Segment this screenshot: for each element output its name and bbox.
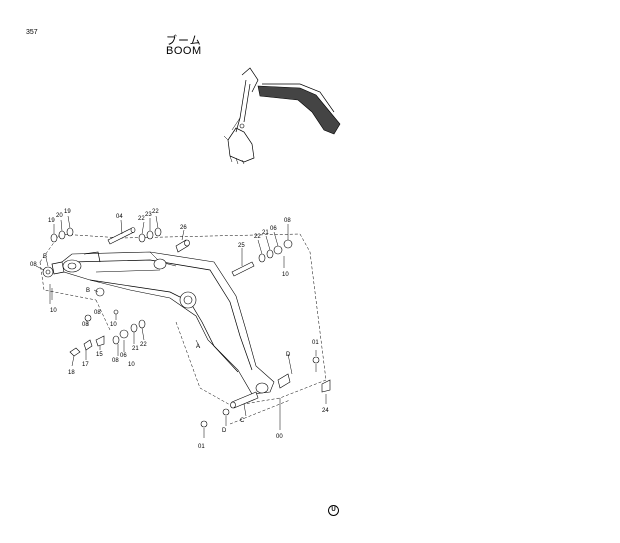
washers-top-middle xyxy=(138,227,162,243)
washers-lower-middle xyxy=(112,319,146,345)
pin-D-right xyxy=(277,373,291,389)
pin-26 xyxy=(175,239,190,253)
callout-17: 17 xyxy=(82,362,89,368)
callout-24: 24 xyxy=(322,408,329,414)
callout-25: 25 xyxy=(238,243,245,249)
callout-22-b: 22 xyxy=(152,209,159,215)
callout-10: 10 xyxy=(282,272,289,278)
callout-08-b: 08 xyxy=(30,262,37,268)
page-number: 357 xyxy=(26,29,38,36)
excavator-thumbnail xyxy=(223,67,341,165)
callout-08-d: 08 xyxy=(112,358,119,364)
callout-10-c: 10 xyxy=(110,322,117,328)
callout-B-b: B xyxy=(86,288,90,294)
callout-10-d: 10 xyxy=(128,362,135,368)
title-japanese: ブーム xyxy=(166,34,202,47)
callout-06: 06 xyxy=(270,226,277,232)
washers-top-left xyxy=(50,227,74,243)
boom-body xyxy=(51,251,275,395)
callout-D: D xyxy=(286,352,291,358)
callout-19: 19 xyxy=(48,218,55,224)
callout-22-d: 22 xyxy=(140,342,147,348)
pin-25 xyxy=(231,261,255,277)
callout-01: 01 xyxy=(312,340,319,346)
callout-19-b: 19 xyxy=(64,209,71,215)
callout-04: 04 xyxy=(116,214,123,220)
callout-08-c: 08 xyxy=(82,322,89,328)
callout-A: A xyxy=(196,344,200,350)
callout-23: 23 xyxy=(145,212,152,218)
circled-mark: U xyxy=(328,505,339,516)
callout-C: C xyxy=(240,418,245,424)
callout-08-e: 08 xyxy=(94,310,101,316)
washers-right xyxy=(258,239,293,268)
callout-D-b: D xyxy=(222,428,227,434)
washers-left-side xyxy=(42,266,54,300)
callout-15: 15 xyxy=(96,352,103,358)
callout-21-b: 21 xyxy=(132,346,139,352)
callout-10-b: 10 xyxy=(50,308,57,314)
bolts-lower-left xyxy=(69,335,105,357)
title-english: BOOM xyxy=(166,45,202,57)
callout-22: 22 xyxy=(138,216,145,222)
pin-C xyxy=(230,391,259,409)
callout-21: 21 xyxy=(262,230,269,236)
callout-labels: 19 20 19 04 22 23 22 26 08 25 22 21 06 1… xyxy=(30,209,329,450)
fittings-bottom xyxy=(200,356,331,428)
callout-06-b: 06 xyxy=(120,353,127,359)
callout-22-c: 22 xyxy=(254,234,261,240)
callout-00: 00 xyxy=(276,434,283,440)
callout-20: 20 xyxy=(56,213,63,219)
leader-lines xyxy=(35,215,327,438)
callout-26: 26 xyxy=(180,225,187,231)
pin-04 xyxy=(107,227,136,245)
callout-01-b: 01 xyxy=(198,444,205,450)
callout-08: 08 xyxy=(284,218,291,224)
washers-B-group xyxy=(84,287,119,322)
callout-18: 18 xyxy=(68,370,75,376)
callout-B: B xyxy=(43,254,47,260)
